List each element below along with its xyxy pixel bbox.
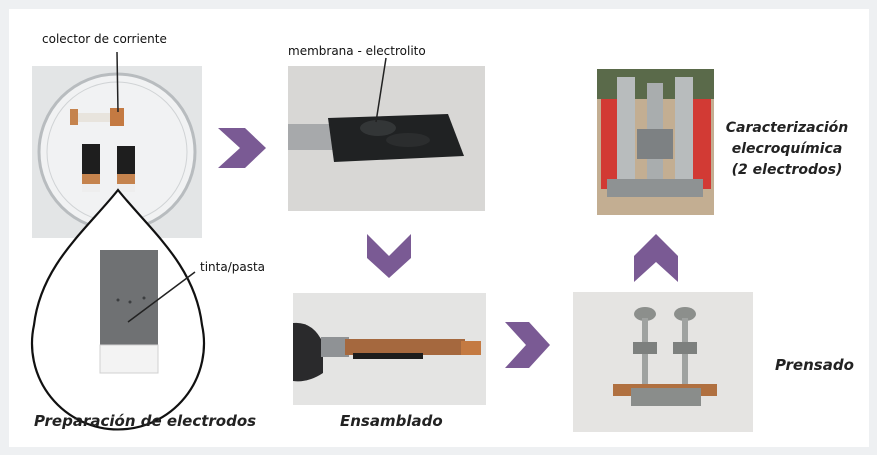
characterization-line-2: elecroquímica <box>731 141 843 157</box>
pressing-photo <box>573 292 753 432</box>
membrane-label: membrana - electrolito <box>288 44 426 58</box>
characterization-caption: Caracterización elecroquímica (2 electro… <box>722 118 852 181</box>
membrane-leader-line <box>375 57 387 123</box>
collector-leader-line <box>116 51 119 113</box>
membrane-photo <box>288 66 485 211</box>
arrow-right-2 <box>505 322 550 368</box>
arrow-up <box>634 234 678 282</box>
preparation-caption: Preparación de electrodos <box>34 412 257 430</box>
characterization-line-1: Caracterización <box>725 120 849 136</box>
characterization-photo <box>597 69 714 215</box>
collector-label: colector de corriente <box>42 32 167 46</box>
characterization-line-3: (2 electrodos) <box>731 162 843 178</box>
ink-label: tinta/pasta <box>200 260 266 274</box>
assembly-caption: Ensamblado <box>340 412 443 430</box>
assembly-photo <box>293 293 486 405</box>
ink-leader-line <box>127 271 196 323</box>
arrow-down <box>367 234 411 278</box>
arrow-right-1 <box>218 128 266 168</box>
electrode-uncoated-strip <box>99 344 159 374</box>
electrode-sample <box>100 250 158 345</box>
pressing-caption: Prensado <box>775 356 854 374</box>
